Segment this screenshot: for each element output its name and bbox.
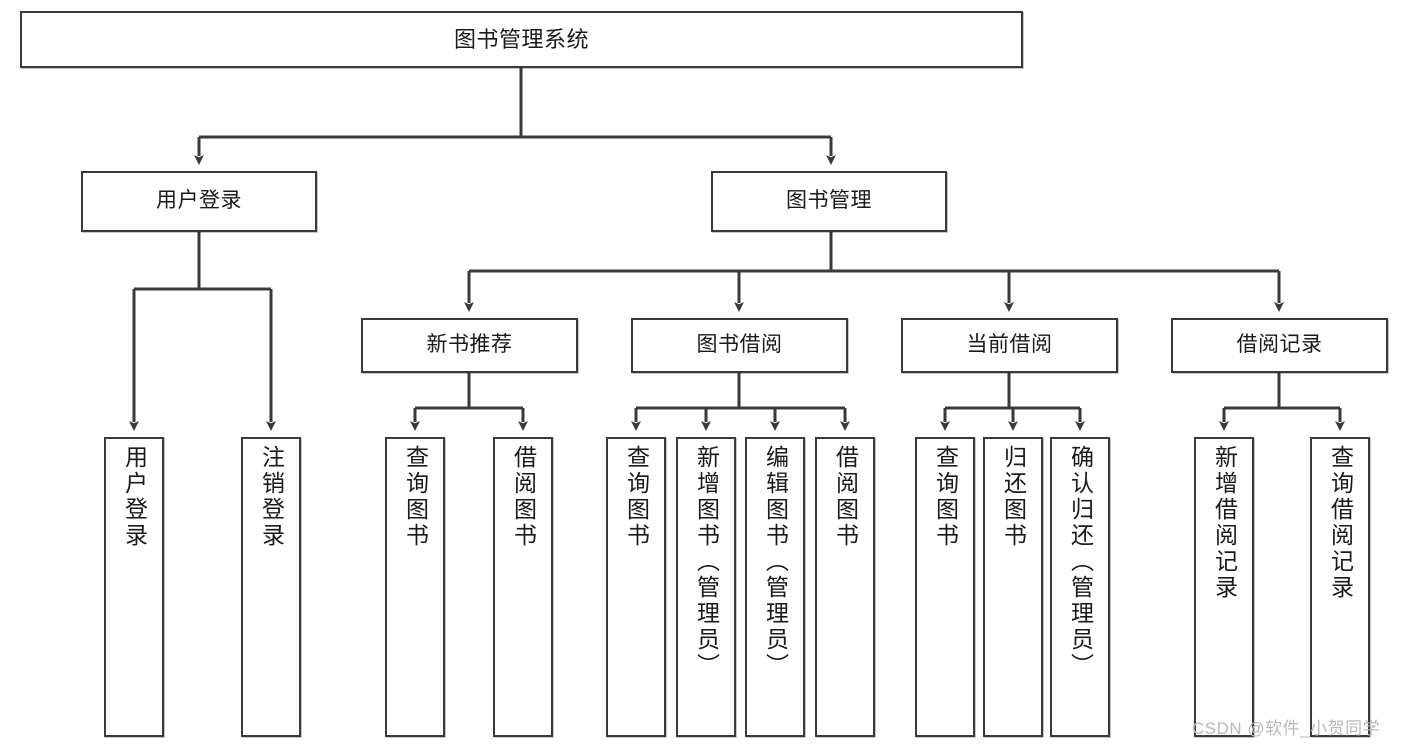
node-leaf-query-book-3-label: 查询图书: [932, 445, 959, 549]
node-root-label: 图书管理系统: [453, 26, 589, 52]
node-leaf-query-book-2-label: 查询图书: [623, 445, 650, 549]
node-new-book-rec[interactable]: 新书推荐: [361, 318, 578, 373]
node-leaf-user-logout[interactable]: 注销登录: [241, 437, 301, 737]
node-book-manage-label: 图书管理: [786, 189, 872, 213]
node-leaf-return-book-label: 归还图书: [1000, 445, 1027, 549]
node-user-login-label: 用户登录: [156, 189, 242, 213]
node-leaf-edit-book-label: 编辑图书（管理员）: [762, 445, 789, 679]
node-leaf-return-book[interactable]: 归还图书: [983, 437, 1043, 737]
node-borrow-record[interactable]: 借阅记录: [1171, 318, 1388, 373]
node-leaf-add-book[interactable]: 新增图书（管理员）: [676, 437, 736, 737]
node-borrow-record-label: 借阅记录: [1236, 333, 1323, 357]
node-leaf-edit-book[interactable]: 编辑图书（管理员）: [745, 437, 805, 737]
node-leaf-query-book-1[interactable]: 查询图书: [385, 437, 445, 737]
node-current-borrow-label: 当前借阅: [966, 333, 1053, 357]
node-leaf-user-login-label: 用户登录: [121, 445, 148, 549]
node-book-borrow[interactable]: 图书借阅: [631, 318, 848, 373]
node-new-book-rec-label: 新书推荐: [426, 333, 513, 357]
node-leaf-confirm-return-label: 确认归还（管理员）: [1067, 445, 1094, 679]
node-user-login[interactable]: 用户登录: [81, 171, 317, 232]
node-leaf-borrow-book-2[interactable]: 借阅图书: [815, 437, 875, 737]
node-leaf-user-login[interactable]: 用户登录: [104, 437, 164, 737]
node-leaf-query-book-1-label: 查询图书: [402, 445, 429, 549]
node-leaf-query-record-label: 查询借阅记录: [1327, 445, 1354, 601]
node-leaf-add-record-label: 新增借阅记录: [1211, 445, 1238, 601]
csdn-watermark: CSDN @软件_小贺同学: [1192, 719, 1381, 738]
node-leaf-query-book-2[interactable]: 查询图书: [606, 437, 666, 737]
node-leaf-user-logout-label: 注销登录: [258, 445, 285, 549]
node-leaf-add-record[interactable]: 新增借阅记录: [1194, 437, 1254, 737]
node-root[interactable]: 图书管理系统: [20, 11, 1023, 68]
node-book-manage[interactable]: 图书管理: [711, 171, 947, 232]
node-leaf-query-record[interactable]: 查询借阅记录: [1310, 437, 1370, 737]
node-leaf-borrow-book-1[interactable]: 借阅图书: [493, 437, 553, 737]
node-leaf-borrow-book-2-label: 借阅图书: [832, 445, 859, 549]
node-leaf-add-book-label: 新增图书（管理员）: [693, 445, 720, 679]
node-book-borrow-label: 图书借阅: [696, 333, 783, 357]
node-leaf-query-book-3[interactable]: 查询图书: [915, 437, 975, 737]
node-leaf-confirm-return[interactable]: 确认归还（管理员）: [1050, 437, 1110, 737]
node-current-borrow[interactable]: 当前借阅: [901, 318, 1118, 373]
node-leaf-borrow-book-1-label: 借阅图书: [510, 445, 537, 549]
